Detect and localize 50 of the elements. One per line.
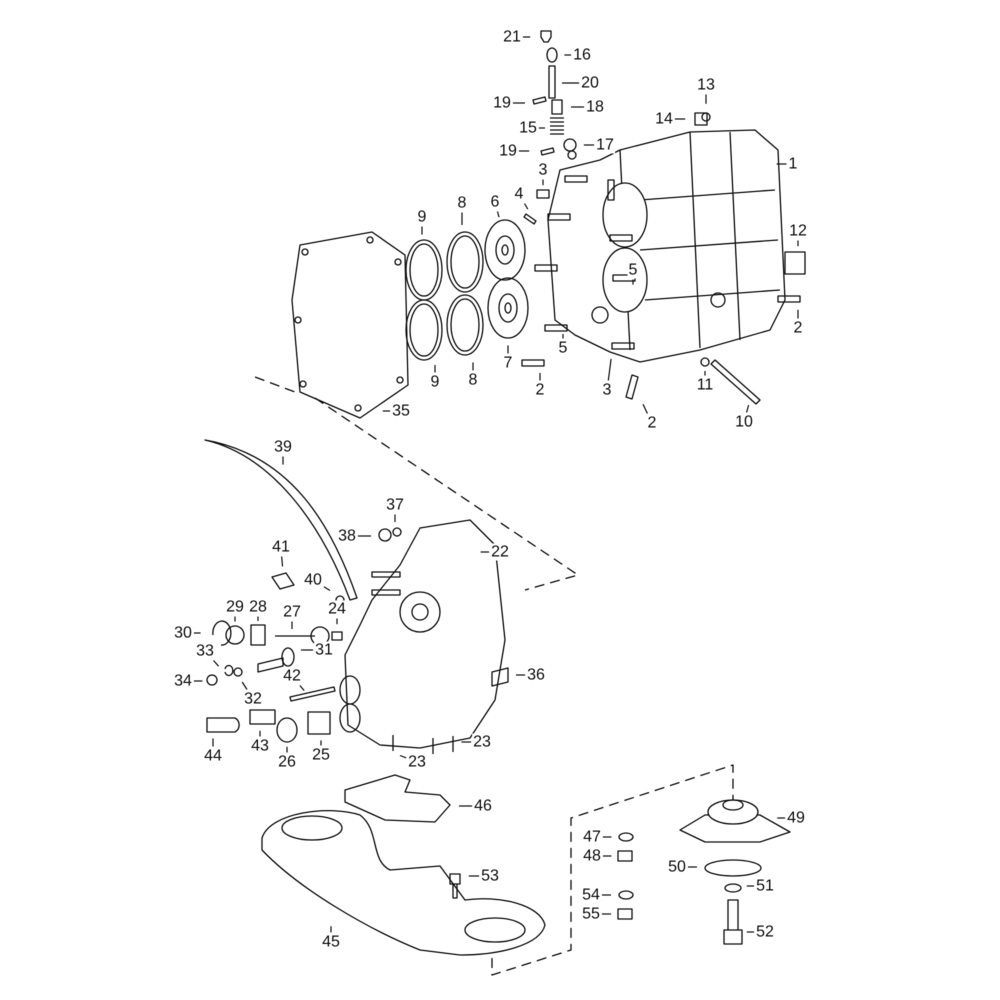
leader-line [705, 94, 707, 104]
leader-line [584, 144, 594, 146]
leader-line [212, 738, 214, 746]
leader-line [400, 754, 406, 758]
callout-number: 5 [628, 262, 638, 278]
leader-line [358, 535, 371, 537]
leader-line [472, 362, 474, 370]
leader-line [434, 365, 436, 372]
leader-line [286, 746, 288, 752]
leader-line [330, 926, 332, 932]
leader-line [320, 740, 322, 746]
leader-line [242, 682, 248, 690]
leader-line [562, 334, 564, 338]
leader-line [524, 203, 528, 210]
leader-line [776, 163, 786, 165]
leader-line [746, 885, 754, 887]
leader-line [797, 310, 799, 318]
leader-line [459, 805, 472, 807]
callout-number: 22 [490, 544, 510, 560]
leader-line [564, 54, 572, 56]
leader-line [259, 730, 261, 736]
leader-line [461, 212, 463, 225]
leader-line [213, 660, 220, 667]
callout-number: 17 [595, 136, 615, 154]
leader-line [480, 551, 490, 553]
leader-line [746, 404, 750, 413]
leader-line [299, 685, 305, 691]
leader-line [468, 875, 480, 877]
leader-line [518, 150, 530, 152]
leader-line [382, 410, 390, 412]
leader-line [516, 674, 526, 676]
leader-line [461, 741, 472, 743]
leader-line [688, 866, 697, 868]
leader-line [704, 371, 706, 376]
leader-line [602, 913, 611, 915]
leader-line [301, 649, 314, 651]
leader-line [746, 931, 754, 933]
leader-line [562, 82, 580, 84]
leader-line [571, 106, 584, 108]
leader-line [512, 102, 525, 104]
leader-line [539, 373, 541, 380]
leader-line [496, 211, 500, 218]
leader-line [777, 817, 786, 819]
leader-line [674, 118, 686, 120]
leader-line [642, 404, 648, 414]
leader-line [324, 586, 330, 591]
leader-line [608, 358, 612, 381]
leader-line [602, 894, 611, 896]
leader-line [281, 556, 284, 566]
leader-line [507, 345, 509, 354]
